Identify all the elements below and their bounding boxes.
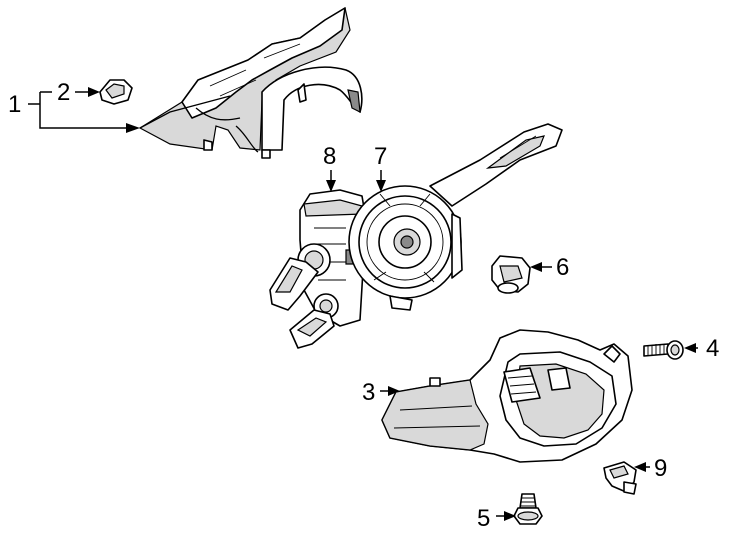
- callout-4-group: 4: [684, 335, 719, 362]
- callout-6: 6: [556, 254, 569, 281]
- callout-3-group: 3: [362, 379, 400, 406]
- callout-2: 2: [57, 79, 70, 106]
- clock-spring-part-7: [348, 123, 563, 311]
- callout-8: 8: [323, 143, 336, 170]
- callout-1-group: 1: [8, 91, 140, 133]
- callout-5: 5: [477, 505, 490, 532]
- switch-module-part-8: [269, 189, 367, 349]
- screw-part-4: [643, 340, 684, 360]
- nut-part-6: [491, 255, 531, 294]
- upper-column-shroud: [138, 7, 363, 159]
- callout-2-group: 2: [57, 79, 100, 106]
- screw-part-5: [513, 493, 543, 525]
- clip-part-2: [99, 79, 133, 105]
- callout-6-group: 6: [530, 254, 569, 281]
- callout-1: 1: [8, 91, 21, 118]
- lower-column-shroud: [381, 329, 633, 463]
- callout-4: 4: [706, 335, 719, 362]
- retainer-part-9: [603, 461, 637, 495]
- callout-8-group: 8: [323, 143, 336, 192]
- callout-7-group: 7: [374, 143, 387, 192]
- callout-9-group: 9: [634, 455, 667, 482]
- callout-9: 9: [654, 455, 667, 482]
- callout-3: 3: [362, 379, 375, 406]
- callout-5-group: 5: [477, 505, 516, 532]
- callout-7: 7: [374, 143, 387, 170]
